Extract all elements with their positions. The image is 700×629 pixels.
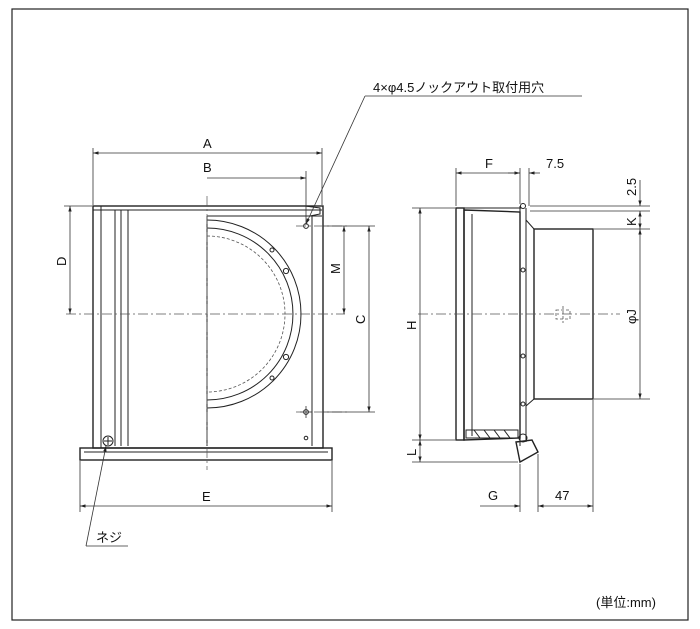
dim-label-47: 47 [555, 488, 569, 503]
dim-label-l: L [404, 449, 419, 456]
drawing-frame [11, 8, 689, 621]
dim-label-2-5: 2.5 [624, 178, 639, 196]
front-dimensions: A B D M C E 4×φ4.5ノックアウト取付用穴 ネジ [54, 80, 582, 547]
dim-label-a: A [203, 136, 212, 151]
dim-label-k: K [624, 217, 639, 226]
dim-label-m: M [328, 263, 343, 274]
dim-label-h: H [404, 321, 419, 330]
side-view [418, 203, 620, 464]
callout-screw: ネジ [96, 530, 122, 545]
screw-icon [102, 435, 114, 447]
front-bottom-plate [79, 447, 333, 461]
dim-label-d: D [54, 257, 69, 266]
side-wall-plate [455, 207, 465, 441]
side-dimensions: F 7.5 2.5 K φJ H L G 47 [404, 156, 650, 512]
dim-label-7-5: 7.5 [546, 156, 564, 171]
dim-label-c: C [353, 315, 368, 324]
side-bottom-damper [465, 429, 519, 439]
unit-note: (単位:mm) [596, 595, 656, 610]
callout-knockout-holes: 4×φ4.5ノックアウト取付用穴 [373, 80, 544, 95]
front-view [66, 196, 350, 470]
dim-label-phi-j: φJ [624, 309, 639, 324]
dim-label-g: G [488, 488, 498, 503]
dim-label-b: B [203, 160, 212, 175]
dim-label-f: F [485, 156, 493, 171]
dim-label-e: E [202, 489, 211, 504]
